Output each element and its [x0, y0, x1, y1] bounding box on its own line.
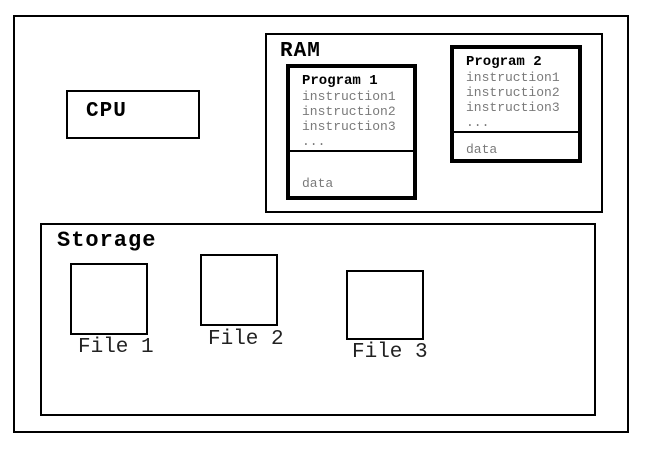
file-1-box: [70, 263, 148, 335]
program-1-data-label: data: [302, 176, 334, 191]
storage-label: Storage: [57, 228, 157, 253]
ellipsis-line: ...: [466, 115, 490, 130]
program-1-title: Program 1: [302, 73, 378, 89]
cpu-label: CPU: [86, 100, 127, 123]
program-2-code-section: Program 2 instruction1 instruction2 inst…: [454, 49, 578, 133]
file-2-box: [200, 254, 278, 326]
instruction-line: instruction2: [302, 104, 396, 119]
instruction-line: instruction1: [302, 89, 396, 104]
ram-label: RAM: [280, 40, 321, 63]
computer-box: CPU RAM Program 1 instruction1 instructi…: [13, 15, 629, 433]
instruction-line: instruction3: [466, 100, 560, 115]
storage-box: Storage File 1 File 2 File 3: [40, 223, 596, 416]
cpu-box: CPU: [66, 90, 200, 139]
file-3-box: [346, 270, 424, 340]
ellipsis-line: ...: [302, 134, 326, 149]
program-2-box: Program 2 instruction1 instruction2 inst…: [450, 45, 582, 163]
file-1-label: File 1: [78, 336, 154, 359]
program-2-title: Program 2: [466, 54, 542, 70]
program-1-box: Program 1 instruction1 instruction2 inst…: [286, 64, 417, 200]
program-1-data-section: data: [290, 152, 413, 196]
file-3-label: File 3: [352, 341, 428, 364]
instruction-line: instruction1: [466, 70, 560, 85]
program-2-data-label: data: [466, 142, 498, 157]
program-2-data-section: data: [454, 133, 578, 159]
program-1-code-section: Program 1 instruction1 instruction2 inst…: [290, 68, 413, 152]
instruction-line: instruction3: [302, 119, 396, 134]
file-2-label: File 2: [208, 328, 284, 351]
instruction-line: instruction2: [466, 85, 560, 100]
ram-box: RAM Program 1 instruction1 instruction2 …: [265, 33, 603, 213]
